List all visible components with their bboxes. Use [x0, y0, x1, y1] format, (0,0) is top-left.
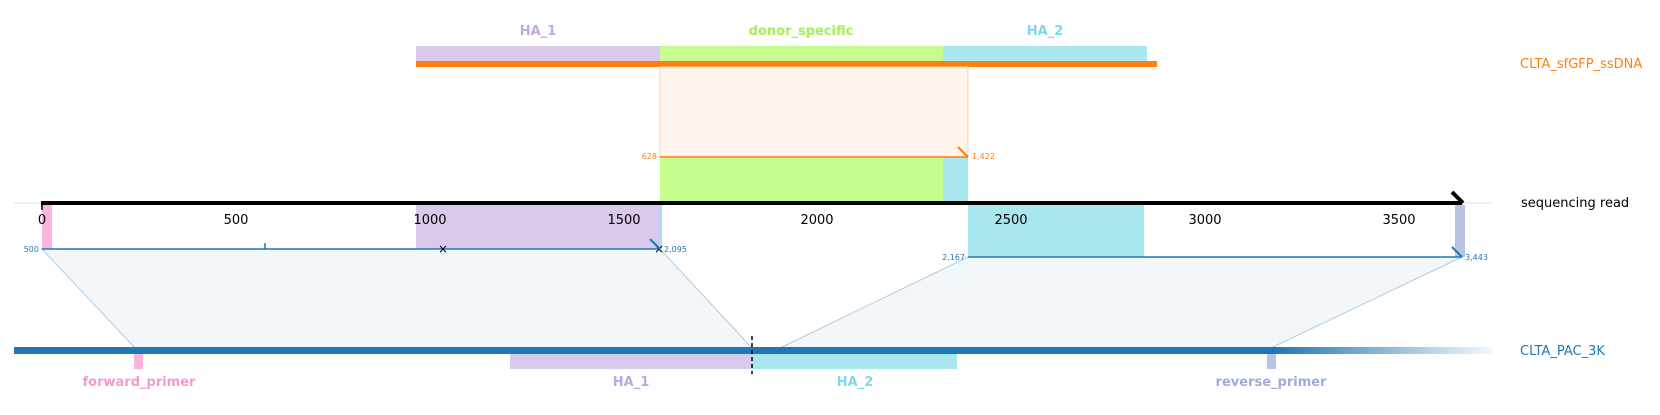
- ref-forward-primer: [134, 354, 143, 369]
- read-tick-label: 2500: [994, 213, 1027, 228]
- ref-reverse-primer-label: reverse_primer: [1216, 375, 1328, 390]
- donor-specific-on-read: [660, 157, 943, 202]
- read-tick-label: 3000: [1188, 213, 1221, 228]
- donor-track-name: CLTA_sfGFP_ssDNA: [1520, 57, 1642, 72]
- read-reverse-primer: [1455, 205, 1465, 257]
- ref-ha1-label: HA_1: [613, 375, 650, 390]
- read-tick-label: 3500: [1382, 213, 1415, 228]
- donor-alignment-end: 1,422: [972, 152, 995, 161]
- read-track-name: sequencing read: [1521, 196, 1629, 211]
- donor-alignment-end-arrow: [957, 146, 969, 158]
- read-tick-label: 0: [38, 213, 46, 228]
- donor-ha2-on-read: [943, 157, 968, 202]
- left-alignment-end-arrow: [649, 238, 661, 250]
- read-axis-arrowhead: [1450, 190, 1465, 205]
- left-alignment-shade: [40, 248, 754, 349]
- ref-track-name: CLTA_PAC_3K: [1520, 344, 1605, 359]
- read-tick-label: 1000: [413, 213, 446, 228]
- read-tick-label: 1500: [607, 213, 640, 228]
- ref-reverse-primer: [1267, 354, 1276, 369]
- read-ha2-feature: [968, 205, 1144, 257]
- donor-alignment-start: 628: [642, 152, 657, 161]
- mismatch-marker: ×: [438, 242, 448, 256]
- donor-ha1-feature: [416, 46, 660, 62]
- read-axis-ticks: 0 500 1000 1500 2000 2500 3000 3500: [38, 203, 1416, 228]
- donor-alignment-shade: [659, 66, 969, 158]
- read-ha1-feature: [416, 205, 660, 249]
- read-forward-primer: [42, 205, 52, 249]
- donor-specific-label: donor_specific: [749, 24, 854, 39]
- read-tick-label: 500: [224, 213, 249, 228]
- donor-ha2-feature: [943, 46, 1147, 62]
- right-alignment-start: 2,167: [942, 253, 965, 262]
- right-alignment-shade: [779, 256, 1463, 349]
- ref-ha2-feature: [752, 354, 957, 369]
- ref-ha1-feature: [510, 354, 752, 369]
- donor-ha2-label: HA_2: [1027, 24, 1064, 39]
- left-alignment-start: 500: [24, 245, 39, 254]
- right-alignment-end-arrow: [1451, 246, 1463, 258]
- ref-sequence-fade: [1274, 347, 1492, 354]
- right-alignment-end: 3,443: [1465, 253, 1488, 262]
- read-tick-label: 2000: [800, 213, 833, 228]
- donor-sequence-bar: [416, 61, 1157, 67]
- ref-sequence-bar: [14, 347, 1274, 354]
- donor-ha1-label: HA_1: [520, 24, 557, 39]
- donor-specific-feature: [660, 46, 943, 62]
- ref-forward-primer-label: forward_primer: [83, 375, 197, 390]
- ref-ha2-label: HA_2: [837, 375, 874, 390]
- left-alignment-end: 2,095: [664, 245, 687, 254]
